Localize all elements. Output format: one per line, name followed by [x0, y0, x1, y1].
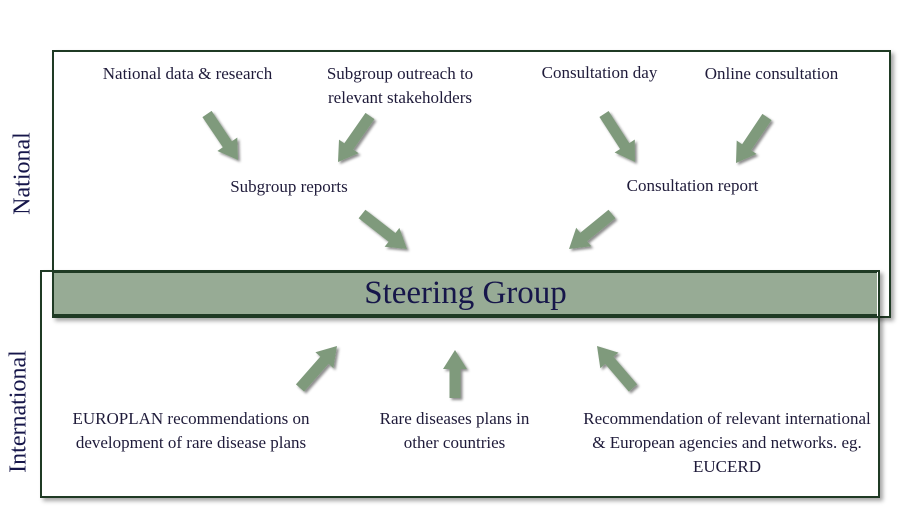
arrow-national-data-to-subgroup-reports	[202, 110, 238, 160]
arrow-europlan-to-steering	[295, 346, 337, 392]
source-national-data: National data & research	[102, 64, 273, 83]
source-subgroup-outreach: Subgroup outreach to relevant stakeholde…	[326, 64, 474, 107]
subgroup-reports: Subgroup reports	[230, 177, 348, 196]
arrow-consultation-report-to-steering	[569, 209, 616, 249]
arrow-consultation-day-to-report	[599, 111, 635, 162]
source-consultation-day: Consultation day	[541, 63, 658, 82]
steering-group-band	[54, 271, 877, 316]
rare-diseases-plans-other-countries: Rare diseases plans in other countries	[379, 409, 530, 452]
agencies-recommendation: Recommendation of relevant international…	[583, 409, 871, 476]
steering-group-label: Steering Group	[364, 275, 567, 311]
source-online-consultation: Online consultation	[704, 64, 839, 83]
national-box	[52, 50, 891, 318]
arrow-subgroup-reports-to-steering	[358, 209, 407, 249]
europlan-recommendations: EUROPLAN recommendations on development …	[72, 409, 310, 452]
arrow-online-consultation-to-report	[736, 113, 772, 163]
consultation-report: Consultation report	[626, 176, 759, 195]
arrow-agencies-to-steering	[597, 346, 638, 392]
arrow-outreach-to-subgroup-reports	[338, 112, 375, 162]
arrow-other-countries-to-steering	[443, 350, 467, 398]
